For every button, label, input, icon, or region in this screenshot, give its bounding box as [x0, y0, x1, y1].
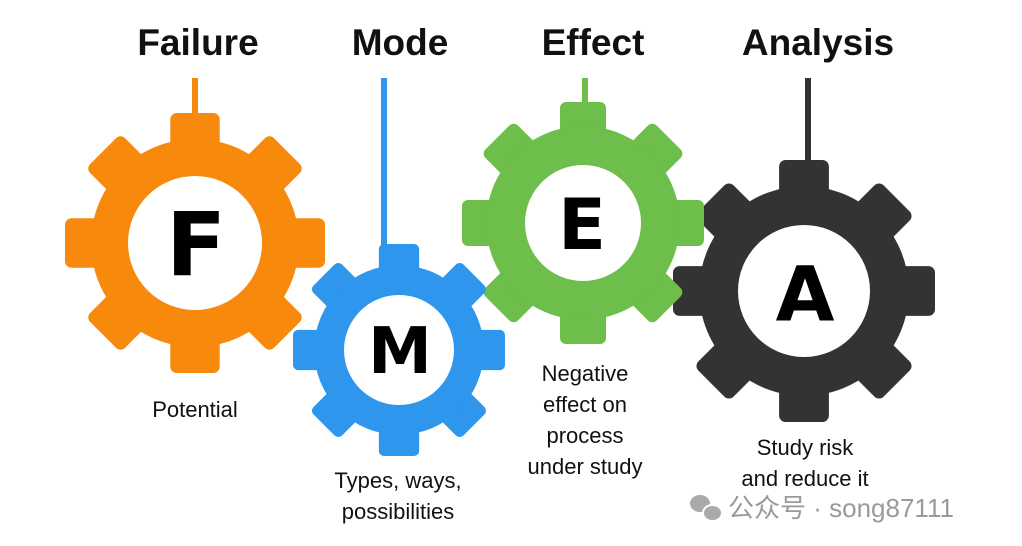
desc-line: possibilities — [341, 499, 455, 524]
gear-hole — [525, 165, 641, 281]
letter-f: F — [165, 193, 227, 297]
title-effect: Effect — [541, 22, 645, 63]
failure-gear-icon — [65, 113, 325, 373]
desc-line: effect on — [543, 392, 627, 417]
desc-mode: Types, ways, possibilities — [334, 465, 461, 527]
letter-m: M — [368, 315, 432, 389]
desc-line: under study — [527, 454, 643, 479]
desc-line: Study risk — [756, 435, 854, 460]
gear-hole — [738, 225, 870, 357]
letter-e: E — [558, 184, 606, 266]
wechat-icon — [690, 494, 723, 522]
desc-line: Types, ways, — [334, 468, 462, 493]
desc-analysis: Study risk and reduce it — [741, 432, 868, 494]
watermark-text: 公众号 · song87111 — [728, 493, 954, 523]
watermark: 公众号 · song87111 — [690, 488, 954, 525]
desc-failure: Potential — [152, 394, 238, 425]
desc-line: Potential — [152, 397, 238, 422]
gear-hole — [128, 176, 262, 310]
effect-gear-icon — [462, 102, 704, 344]
mode-gear-icon — [293, 244, 505, 456]
desc-line: and reduce it — [741, 466, 869, 491]
analysis-gear-icon — [673, 160, 935, 422]
title-analysis: Analysis — [741, 22, 895, 63]
desc-line: Negative — [541, 361, 629, 386]
desc-line: process — [546, 423, 624, 448]
gear-hole — [344, 295, 454, 405]
title-mode: Mode — [351, 22, 449, 63]
desc-effect: Negative effect on process under study — [528, 358, 643, 482]
title-failure: Failure — [137, 22, 259, 63]
letter-a: A — [775, 249, 835, 339]
